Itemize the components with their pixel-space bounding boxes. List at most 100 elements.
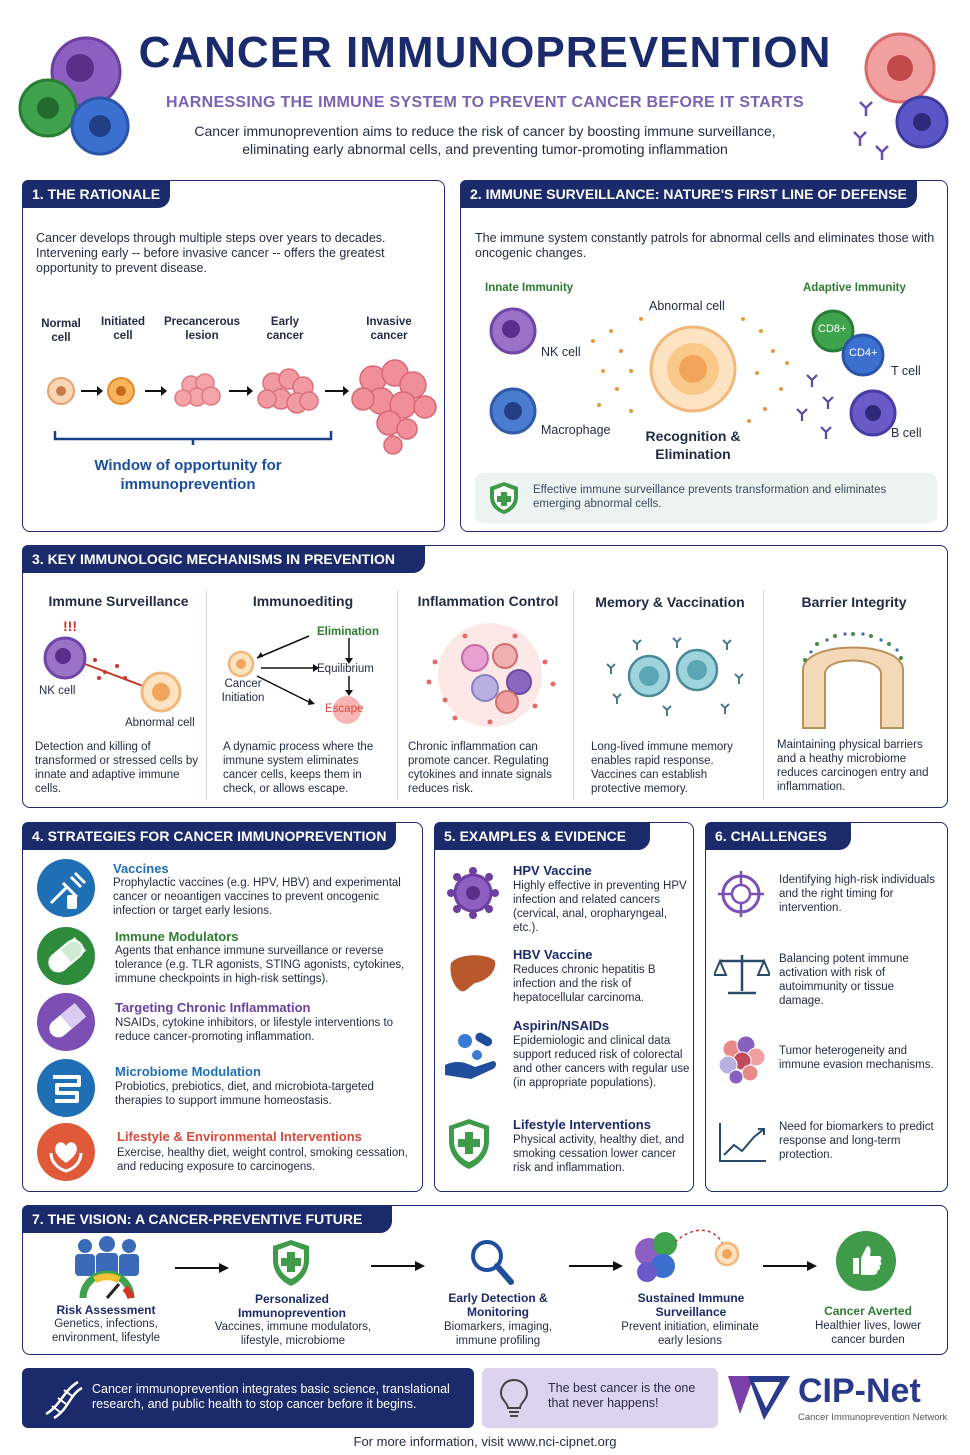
vision-step-desc-3: Biomarkers, imaging, immune profiling — [443, 1321, 552, 1347]
arrow-2 — [371, 1260, 427, 1272]
strategy-name-microbiome: Microbiome Modulation — [115, 1064, 261, 1079]
liver-icon — [447, 951, 499, 995]
challenge-1: Identifying high-risk individuals and th… — [779, 874, 935, 914]
strategy-desc-lifestyle: Exercise, healthy diet, weight control, … — [117, 1147, 408, 1173]
panel-rationale-title: 1. THE RATIONALE — [22, 180, 171, 208]
cd4-label: CD4+ — [849, 347, 878, 359]
stage-label-precancerous: Precancerous lesion — [163, 316, 241, 342]
example-name-aspirin: Aspirin/NSAIDs — [513, 1018, 610, 1033]
mech-title-surveillance: Immune Surveillance — [48, 593, 189, 609]
panel-examples-title: 5. EXAMPLES & EVIDENCE — [434, 822, 651, 850]
panel-surveillance: 2. IMMUNE SURVEILLANCE: NATURE'S FIRST L… — [460, 180, 948, 532]
challenge-3: Tumor heterogeneity and immune evasion m… — [779, 1045, 934, 1071]
header-decor-right — [840, 22, 965, 167]
heart-hands-icon — [37, 1123, 95, 1181]
mech-title-immunoediting: Immunoediting — [252, 593, 354, 609]
page-subtitle: HARNESSING THE IMMUNE SYSTEM TO PREVENT … — [166, 94, 804, 111]
strategy-desc-inflammation: NSAIDs, cytokine inhibitors, or lifestyl… — [115, 1017, 394, 1043]
panel-challenges: 6. CHALLENGES Identifying high-risk indi… — [705, 822, 948, 1192]
strategy-name-vaccines: Vaccines — [113, 861, 169, 876]
intestine-icon — [37, 1059, 95, 1117]
strategy-desc-modulators: Agents that enhance immune surveillance … — [115, 945, 405, 985]
panel-mechanisms: 3. KEY IMMUNOLOGIC MECHANISMS IN PREVENT… — [22, 545, 948, 808]
target-icon — [716, 869, 766, 919]
vision-step-name-4: Sustained Immune Surveillance — [637, 1291, 745, 1319]
vision-step-name-3: Early Detection & Monitoring — [448, 1291, 548, 1319]
nk-cell-label: NK cell — [541, 345, 581, 359]
challenge-4: Need for biomarkers to predict response … — [779, 1121, 934, 1161]
stage-label-initiated: Initiated cell — [100, 316, 146, 342]
arrow-4 — [763, 1260, 819, 1272]
escape-label: Escape — [325, 703, 364, 715]
shield-icon — [490, 482, 518, 514]
shield-icon — [445, 1117, 493, 1171]
panel-challenges-title: 6. CHALLENGES — [705, 822, 852, 850]
shield-icon — [269, 1238, 313, 1288]
example-name-lifestyle: Lifestyle Interventions — [513, 1117, 651, 1132]
immunoediting-illustration — [213, 616, 393, 726]
header-decor-left — [14, 22, 154, 162]
recognition-label: Recognition & Elimination — [645, 428, 741, 462]
vision-step-desc-2: Vaccines, immune modulators, lifestyle, … — [214, 1321, 372, 1347]
surveillance-note: Effective immune surveillance prevents t… — [533, 484, 887, 510]
panel-strategies-title: 4. STRATEGIES FOR CANCER IMMUNOPREVENTIO… — [22, 822, 397, 850]
page-intro: Cancer immunoprevention aims to reduce t… — [194, 123, 776, 157]
vision-step-name-5: Cancer Averted — [824, 1304, 912, 1318]
people-gauge-icon — [67, 1234, 147, 1302]
cipnet-logo-text: CIP-Net — [798, 1372, 921, 1410]
vision-step-name-2: Personalized Immunoprevention — [237, 1292, 346, 1320]
strategy-desc-microbiome: Probiotics, prebiotics, diet, and microb… — [115, 1081, 374, 1107]
mech-title-memory: Memory & Vaccination — [595, 594, 745, 610]
chart-trend-icon — [716, 1121, 768, 1165]
surveillance-note-box: Effective immune surveillance prevents t… — [475, 473, 937, 523]
arrow-1 — [175, 1262, 231, 1274]
footer-integrates-bar: Cancer immunoprevention integrates basic… — [22, 1368, 474, 1428]
page-title: CANCER IMMUNOPREVENTION — [138, 28, 832, 77]
strategy-name-inflammation: Targeting Chronic Inflammation — [115, 1000, 311, 1015]
strategy-desc-vaccines: Prophylactic vaccines (e.g. HPV, HBV) an… — [113, 877, 401, 917]
adaptive-label: Adaptive Immunity — [803, 282, 906, 294]
panel-rationale: 1. THE RATIONALE Cancer develops through… — [22, 180, 445, 532]
tumor-cluster-icon — [714, 1033, 770, 1085]
lightbulb-icon — [499, 1378, 529, 1417]
surveillance-text: The immune system constantly patrols for… — [475, 231, 935, 260]
window-of-opportunity: Window of opportunity for immunopreventi… — [94, 457, 282, 493]
example-name-hbv: HBV Vaccine — [513, 947, 593, 962]
panel-strategies: 4. STRATEGIES FOR CANCER IMMUNOPREVENTIO… — [22, 822, 423, 1192]
initiation-label: Cancer Initiation — [221, 678, 265, 704]
macrophage-label: Macrophage — [541, 423, 611, 437]
footer-integrates-text: Cancer immunoprevention integrates basic… — [92, 1382, 450, 1411]
cd8-label: CD8+ — [818, 323, 847, 335]
vision-step-desc-4: Prevent initiation, eliminate early lesi… — [621, 1321, 759, 1347]
abnormal-label: Abnormal cell — [125, 717, 195, 729]
arrow-3 — [569, 1260, 625, 1272]
cancer-progression-illustration — [33, 349, 443, 474]
alert-mark: !!! — [63, 618, 77, 634]
scale-icon — [714, 951, 770, 997]
nk-kill-illustration — [33, 634, 203, 714]
stage-label-normal: Normal cell — [41, 318, 81, 344]
dna-icon — [45, 1380, 83, 1420]
mech-desc-immunoediting: A dynamic process where the immune syste… — [223, 741, 374, 795]
innate-label: Innate Immunity — [485, 282, 574, 294]
mech-desc-barrier: Maintaining physical barriers and a heat… — [777, 739, 929, 793]
equilibrium-label: Equilibrium — [317, 663, 374, 675]
barrier-illustration — [793, 630, 913, 730]
vision-step-name-1: Risk Assessment — [56, 1303, 156, 1317]
example-desc-hpv: Highly effective in preventing HPV infec… — [513, 880, 687, 934]
cipnet-logo-mark — [728, 1376, 790, 1420]
t-cell-label: T cell — [891, 364, 921, 378]
example-desc-lifestyle: Physical activity, healthy diet, and smo… — [513, 1134, 685, 1174]
vision-step-desc-5: Healthier lives, lower cancer burden — [814, 1320, 922, 1346]
strategy-name-modulators: Immune Modulators — [115, 929, 239, 944]
footer-more-info: For more information, visit www.nci-cipn… — [353, 1434, 617, 1449]
virus-icon — [447, 867, 499, 919]
vaccine-icon — [37, 859, 95, 917]
hand-pills-icon — [443, 1029, 501, 1083]
panel-mechanisms-title: 3. KEY IMMUNOLOGIC MECHANISMS IN PREVENT… — [22, 545, 425, 573]
panel-vision: 7. THE VISION: A CANCER-PREVENTIVE FUTUR… — [22, 1205, 948, 1355]
capsule-icon — [37, 993, 95, 1051]
strategy-name-lifestyle: Lifestyle & Environmental Interventions — [117, 1129, 362, 1144]
inflammation-illustration — [415, 622, 565, 728]
thumbs-up-icon — [835, 1230, 897, 1292]
